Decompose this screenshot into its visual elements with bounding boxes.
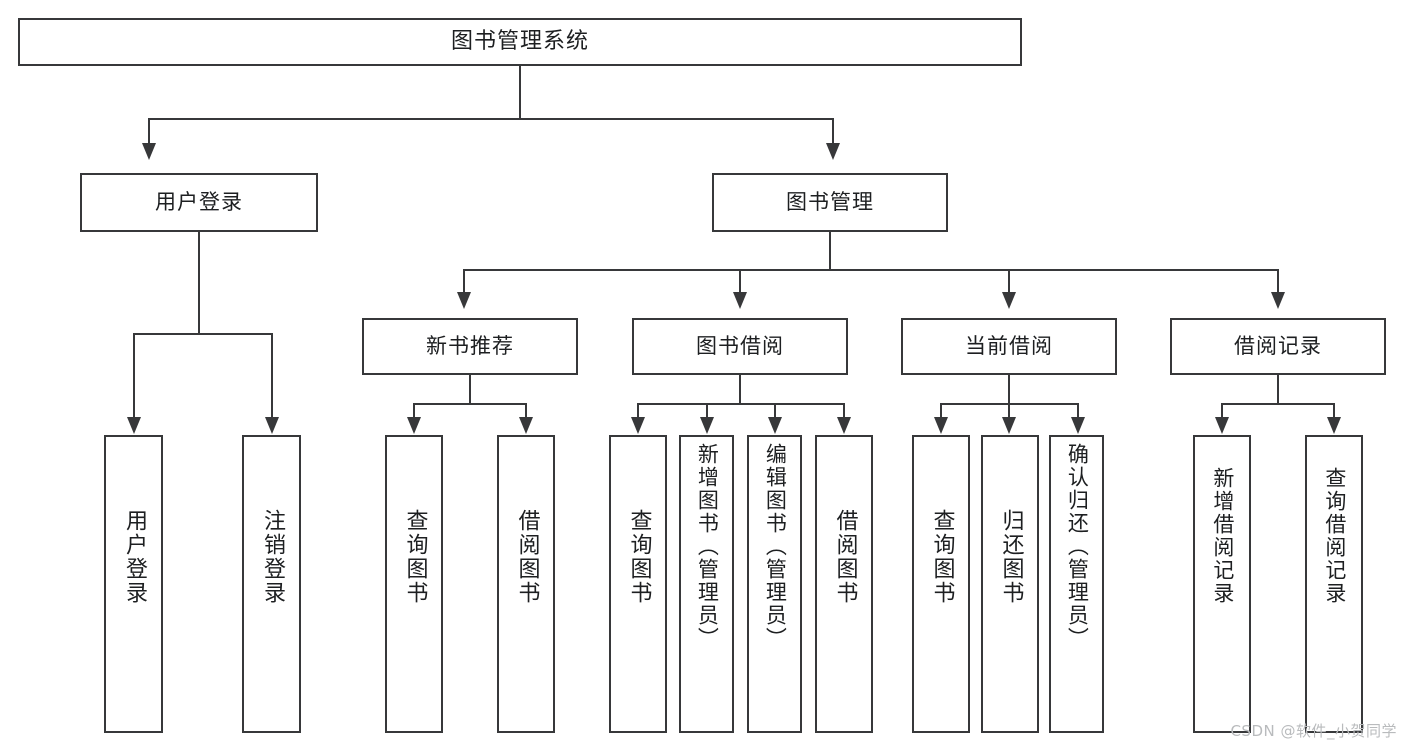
connector-new-book-drop-1 xyxy=(413,403,415,417)
arrowhead-leaf-query-book-1 xyxy=(407,417,421,434)
node-label: 查询图书 xyxy=(626,509,652,605)
arrowhead-leaf-query-book-2 xyxy=(631,417,645,434)
arrowhead-book-borrow xyxy=(733,292,747,309)
arrowhead-leaf-add-book xyxy=(700,417,714,434)
arrowhead-current-borrow xyxy=(1002,292,1016,309)
node-label: 新增借阅记录 xyxy=(1210,467,1235,605)
node-label: 借阅记录 xyxy=(1234,334,1322,359)
arrowhead-new-book xyxy=(457,292,471,309)
connector-book-borrow-drop-3 xyxy=(774,403,776,417)
connector-level2-drop-4 xyxy=(1277,269,1279,293)
node-label: 借阅图书 xyxy=(832,509,858,605)
arrowhead-leaf-borrow-book-1 xyxy=(519,417,533,434)
leaf-user-login[interactable]: 用户登录 xyxy=(104,435,163,733)
leaf-query-book-new[interactable]: 查询图书 xyxy=(385,435,443,733)
node-label: 注销登录 xyxy=(259,509,285,605)
leaf-add-borrow-record[interactable]: 新增借阅记录 xyxy=(1193,435,1251,733)
arrowhead-leaf-confirm-return xyxy=(1071,417,1085,434)
connector-borrow-record-bar xyxy=(1221,403,1335,405)
node-book-management[interactable]: 图书管理 xyxy=(712,173,948,232)
node-label: 查询借阅记录 xyxy=(1322,467,1347,605)
connector-book-borrow-drop-4 xyxy=(843,403,845,417)
node-label: 新书推荐 xyxy=(426,334,514,359)
connector-level2-bar xyxy=(463,269,1278,271)
connector-user-login-bar xyxy=(133,333,273,335)
connector-book-borrow-drop-1 xyxy=(637,403,639,417)
node-label: 借阅图书 xyxy=(514,509,540,605)
connector-new-book-bar xyxy=(413,403,527,405)
leaf-query-book-current[interactable]: 查询图书 xyxy=(912,435,970,733)
node-label: 用户登录 xyxy=(121,509,147,605)
connector-root-stem xyxy=(519,66,521,120)
connector-book-borrow-drop-2 xyxy=(706,403,708,417)
connector-book-manage-stem xyxy=(829,232,831,271)
node-book-borrow[interactable]: 图书借阅 xyxy=(632,318,848,375)
connector-borrow-record-drop-2 xyxy=(1333,403,1335,417)
connector-book-borrow-bar xyxy=(637,403,845,405)
connector-current-borrow-drop-1 xyxy=(940,403,942,417)
connector-book-borrow-stem xyxy=(739,375,741,405)
node-new-book-recommend[interactable]: 新书推荐 xyxy=(362,318,578,375)
node-user-login[interactable]: 用户登录 xyxy=(80,173,318,232)
leaf-logout[interactable]: 注销登录 xyxy=(242,435,301,733)
node-label: 查询图书 xyxy=(929,509,955,605)
connector-user-login-drop-2 xyxy=(271,333,273,418)
node-root-system[interactable]: 图书管理系统 xyxy=(18,18,1022,66)
arrowhead-leaf-query-book-3 xyxy=(934,417,948,434)
arrowhead-leaf-query-record xyxy=(1327,417,1341,434)
connector-user-login-drop-1 xyxy=(133,333,135,418)
arrowhead-leaf-edit-book xyxy=(768,417,782,434)
leaf-query-borrow-record[interactable]: 查询借阅记录 xyxy=(1305,435,1363,733)
connector-borrow-record-drop-1 xyxy=(1221,403,1223,417)
node-label: 确认归还（管理员） xyxy=(1065,443,1090,650)
leaf-edit-book-admin[interactable]: 编辑图书（管理员） xyxy=(747,435,802,733)
node-borrow-record[interactable]: 借阅记录 xyxy=(1170,318,1386,375)
arrowhead-leaf-logout xyxy=(265,417,279,434)
node-label: 查询图书 xyxy=(402,509,428,605)
connector-new-book-stem xyxy=(469,375,471,405)
arrowhead-leaf-return-book xyxy=(1002,417,1016,434)
connector-level1-bar xyxy=(148,118,834,120)
connector-level2-drop-1 xyxy=(463,269,465,293)
node-label: 图书管理 xyxy=(786,190,874,215)
connector-current-borrow-drop-2 xyxy=(1008,403,1010,417)
connector-borrow-record-stem xyxy=(1277,375,1279,405)
node-label: 图书管理系统 xyxy=(450,29,589,55)
connector-user-login-stem xyxy=(198,232,200,334)
node-label: 新增图书（管理员） xyxy=(695,443,720,650)
node-current-borrow[interactable]: 当前借阅 xyxy=(901,318,1117,375)
leaf-borrow-book-borrow[interactable]: 借阅图书 xyxy=(815,435,873,733)
leaf-confirm-return-admin[interactable]: 确认归还（管理员） xyxy=(1049,435,1104,733)
connector-level2-drop-2 xyxy=(739,269,741,293)
leaf-query-book-borrow[interactable]: 查询图书 xyxy=(609,435,667,733)
node-label: 图书借阅 xyxy=(696,334,784,359)
connector-new-book-drop-2 xyxy=(525,403,527,417)
connector-level1-right-drop xyxy=(832,118,834,144)
connector-current-borrow-drop-3 xyxy=(1077,403,1079,417)
leaf-return-book[interactable]: 归还图书 xyxy=(981,435,1039,733)
arrowhead-book-manage xyxy=(826,143,840,160)
connector-level2-drop-3 xyxy=(1008,269,1010,293)
node-label: 编辑图书（管理员） xyxy=(763,443,788,650)
node-label: 用户登录 xyxy=(155,190,243,215)
node-label: 归还图书 xyxy=(998,509,1024,605)
node-label: 当前借阅 xyxy=(965,334,1053,359)
arrowhead-leaf-borrow-book-2 xyxy=(837,417,851,434)
arrowhead-borrow-record xyxy=(1271,292,1285,309)
arrowhead-leaf-user-login xyxy=(127,417,141,434)
leaf-add-book-admin[interactable]: 新增图书（管理员） xyxy=(679,435,734,733)
leaf-borrow-book-new[interactable]: 借阅图书 xyxy=(497,435,555,733)
arrowhead-leaf-add-record xyxy=(1215,417,1229,434)
connector-level1-left-drop xyxy=(148,118,150,144)
connector-current-borrow-stem xyxy=(1008,375,1010,405)
arrowhead-user-login xyxy=(142,143,156,160)
